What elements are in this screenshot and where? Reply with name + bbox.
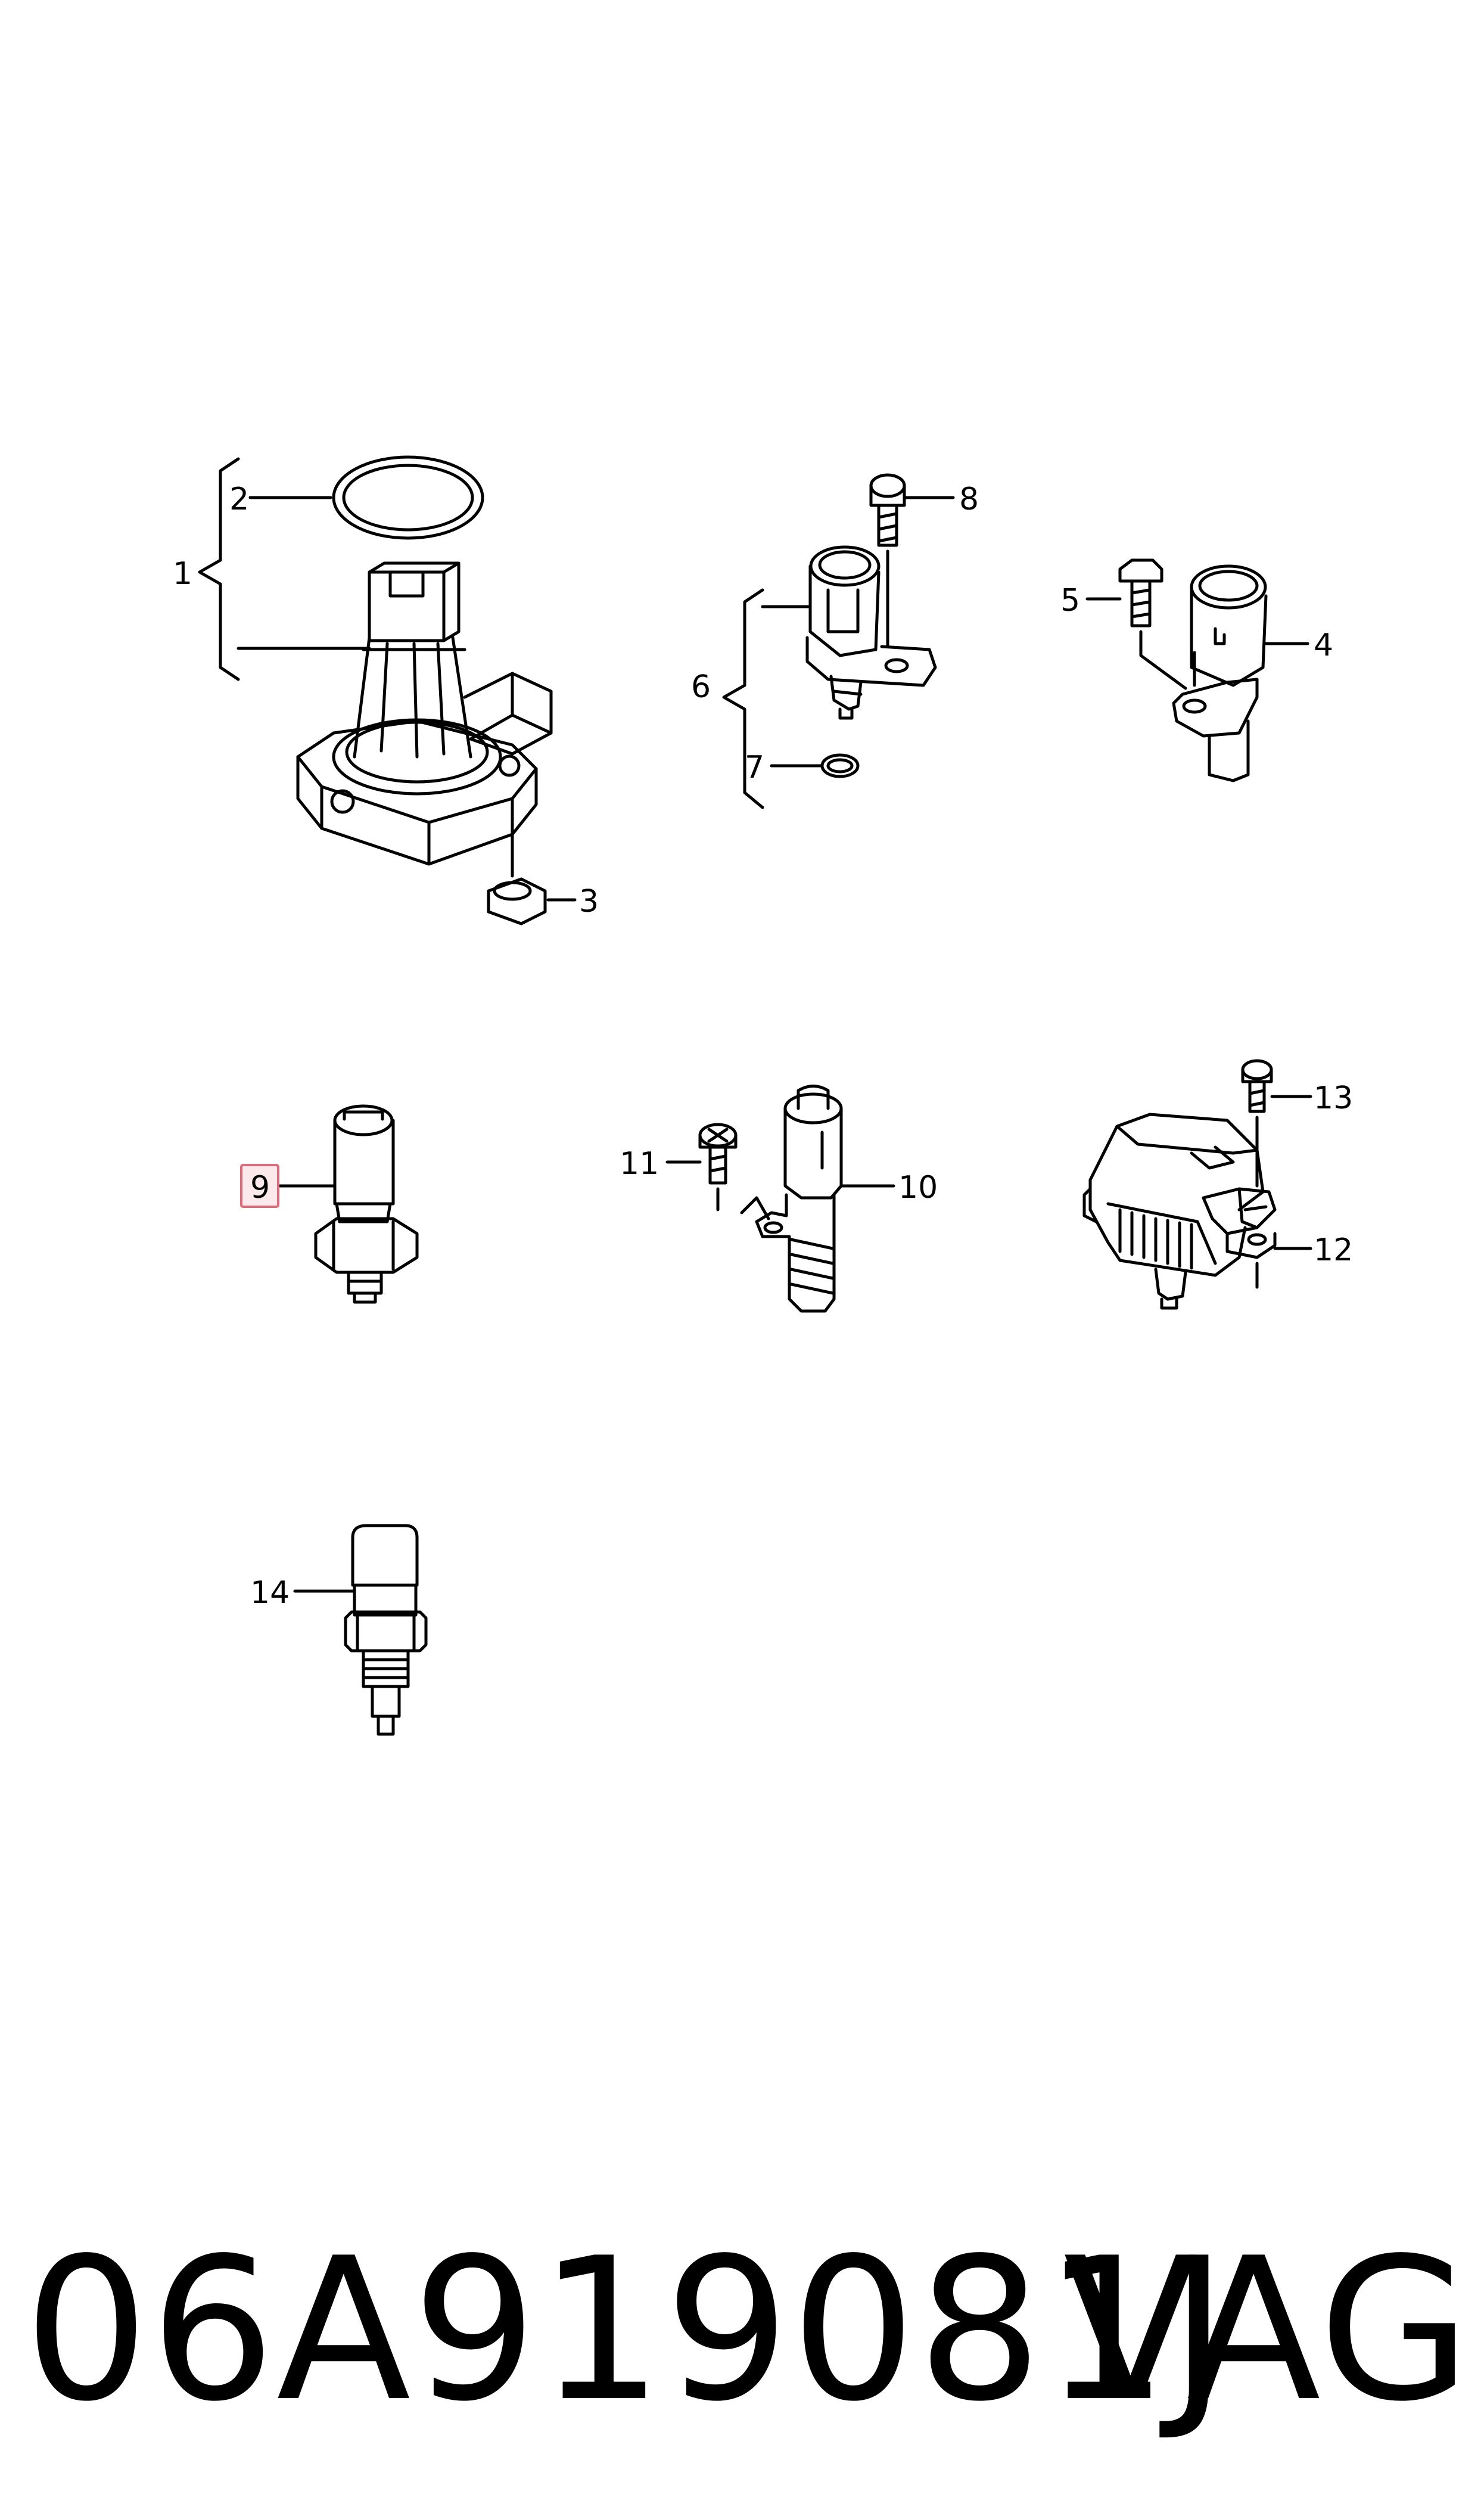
callout-9[interactable]: 9	[250, 1170, 270, 1206]
callout-2[interactable]: 2	[229, 482, 249, 517]
callout-4[interactable]: 4	[1314, 628, 1333, 663]
callout-3[interactable]: 3	[579, 884, 599, 920]
callout-14[interactable]: 14	[250, 1575, 290, 1611]
part-oil-pressure-switch	[314, 1104, 419, 1304]
part-actuator	[1082, 1059, 1277, 1310]
part-oil-level-sensor	[198, 455, 553, 925]
parts-diagram: 2 1 3 8 6 7 5 4 9 11 10 13 12 14	[173, 455, 1353, 1736]
callout-6[interactable]: 6	[691, 669, 711, 705]
part-temperature-sensor	[344, 1524, 428, 1736]
part-solenoid-valve	[698, 1085, 843, 1313]
parts-diagram-svg: 2 1 3 8 6 7 5 4 9 11 10 13 12 14	[173, 455, 1353, 1736]
highlight-box-callout-9	[240, 1164, 279, 1208]
brand-name: VAG	[1063, 2216, 1472, 2445]
callout-12[interactable]: 12	[1314, 1232, 1353, 1268]
callout-11[interactable]: 11	[620, 1146, 659, 1182]
callout-8[interactable]: 8	[959, 482, 979, 517]
callout-13[interactable]: 13	[1314, 1080, 1353, 1116]
callout-1[interactable]: 1	[173, 556, 192, 592]
callout-5[interactable]: 5	[1060, 583, 1080, 619]
part-number: 06A919081J	[24, 2216, 1229, 2445]
part-camshaft-sensor	[722, 473, 937, 809]
callout-10[interactable]: 10	[898, 1170, 938, 1206]
callout-7[interactable]: 7	[745, 750, 764, 785]
part-crankshaft-sensor	[1118, 558, 1268, 782]
footer: 06A919081J VAG	[0, 2205, 1484, 2455]
